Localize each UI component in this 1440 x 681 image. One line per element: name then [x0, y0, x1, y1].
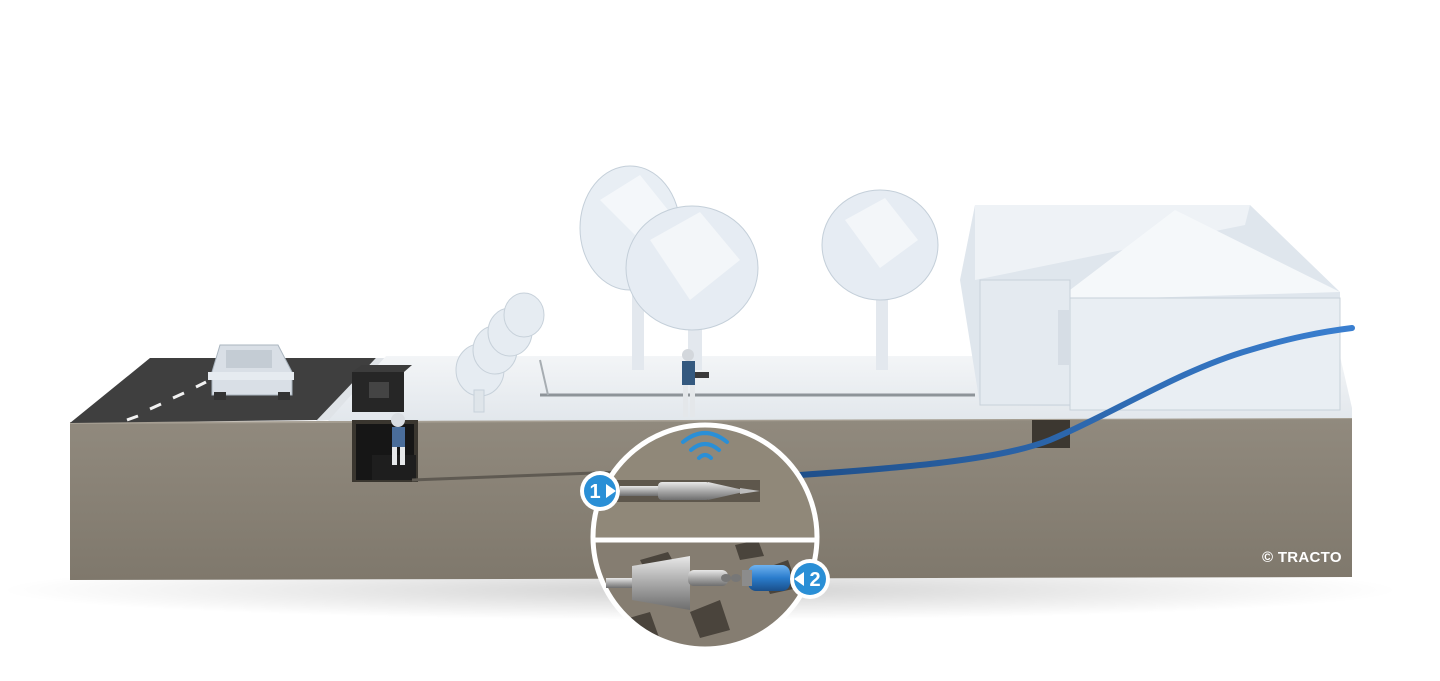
ground-block-top-edge — [69, 417, 1353, 424]
pilot-bore-line — [411, 470, 621, 482]
worker-icon — [391, 413, 405, 465]
zoom-detail-circle — [590, 422, 820, 652]
arrow-left-icon — [794, 572, 804, 586]
signal-icon — [681, 431, 729, 460]
arrow-right-icon — [606, 484, 616, 498]
machine-icon — [352, 365, 412, 412]
car-icon — [208, 344, 294, 400]
drill-head-icon — [620, 482, 760, 500]
step-2-badge: 2 — [790, 559, 830, 599]
launch-pit — [352, 420, 418, 482]
worker-icon — [682, 349, 709, 417]
sidewalk-line-2 — [539, 359, 549, 396]
hedge-icon — [455, 292, 545, 413]
tree-icon — [821, 189, 939, 370]
reamer-icon — [606, 556, 790, 610]
step-1-number: 1 — [589, 481, 600, 503]
pipe-line — [797, 325, 1355, 478]
house-icon — [960, 205, 1341, 411]
tree-icon — [625, 205, 759, 370]
copyright-credit: © TRACTO — [1262, 549, 1342, 566]
step-2-number: 2 — [809, 569, 820, 591]
step-1-badge: 1 — [580, 471, 620, 511]
